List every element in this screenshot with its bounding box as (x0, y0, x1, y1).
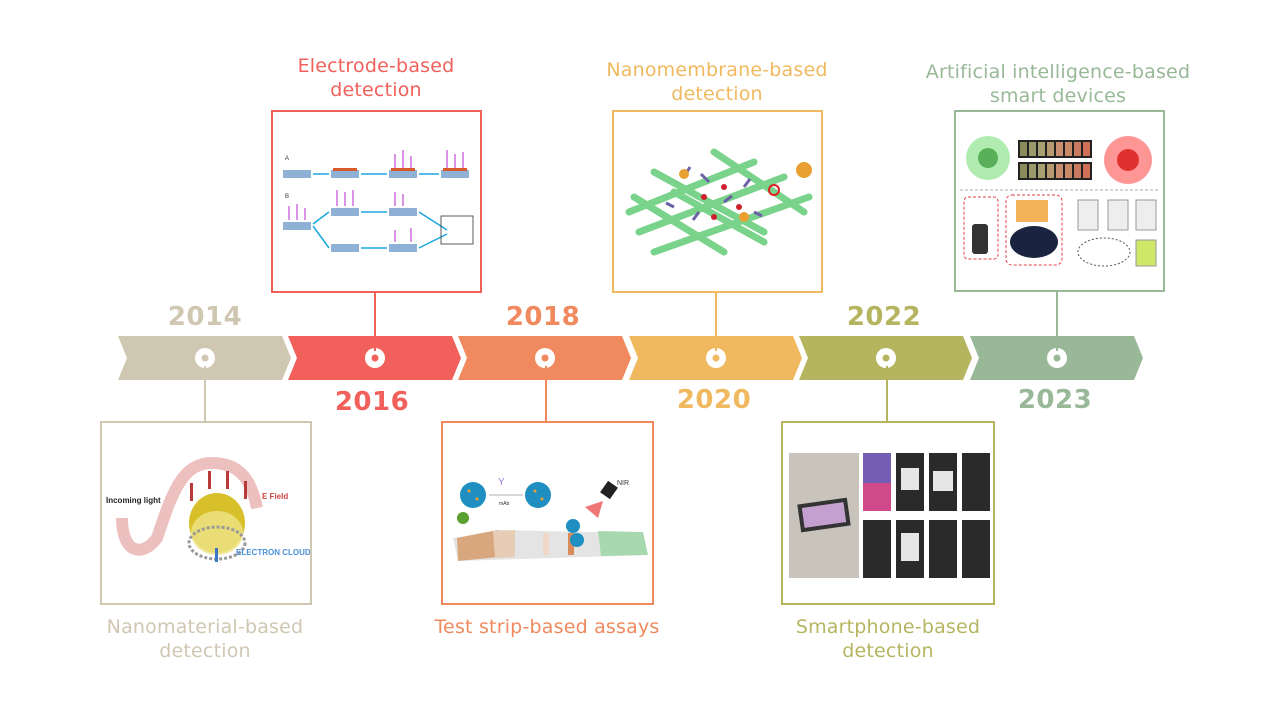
vial (1029, 164, 1036, 178)
year-2014: 2014 (167, 302, 243, 332)
title-line: Nanomembrane-based (606, 59, 828, 81)
connector-2016 (374, 291, 376, 351)
vial (1038, 164, 1045, 178)
milestone-dot-2023 (1053, 354, 1061, 362)
vial (1056, 164, 1063, 178)
title-line: Nanomaterial-based (106, 616, 304, 638)
label-incoming-light: Incoming light (106, 496, 161, 505)
title-line: Electrode-based (297, 55, 455, 77)
vial (1020, 164, 1027, 178)
year-2018: 2018 (505, 302, 581, 332)
vial (1056, 142, 1063, 156)
title-line: smart devices (989, 85, 1127, 107)
milestone-dot-2014 (201, 354, 209, 362)
figure-nanomembrane (612, 110, 823, 293)
connector-2022 (886, 366, 888, 422)
vial (1074, 164, 1081, 178)
connector-2020 (715, 291, 717, 351)
year-2020: 2020 (676, 385, 752, 415)
figure-smartphone (781, 421, 995, 605)
title-line: detection (842, 640, 934, 662)
vial (1047, 142, 1054, 156)
title-line: detection (330, 79, 422, 101)
title-line: Artificial intelligence-based (925, 61, 1191, 83)
title-line: Test strip-based assays (434, 616, 660, 638)
figure-test-strip: Y mAb NIR (441, 421, 654, 605)
vial (1065, 142, 1072, 156)
title-line: Smartphone-based (795, 616, 981, 638)
vial (1020, 142, 1027, 156)
connector-2014 (204, 366, 206, 422)
vial (1083, 142, 1090, 156)
vial (1083, 164, 1090, 178)
year-2022: 2022 (846, 302, 922, 332)
figure-nanomaterial: Incoming light E Field ELECTRON CLOUD (100, 421, 312, 605)
label-nir: NIR (617, 480, 629, 487)
title-line: detection (671, 83, 763, 105)
label-mab: mAb (499, 501, 510, 507)
figure-ai-devices (954, 110, 1165, 292)
milestone-dot-2022 (882, 354, 890, 362)
title-test-strip: Test strip-based assays (387, 615, 707, 639)
vial (1074, 142, 1081, 156)
panel-label-b: B (285, 194, 289, 200)
vial (1029, 142, 1036, 156)
title-line: detection (159, 640, 251, 662)
milestone-dot-2020 (712, 354, 720, 362)
vial (1038, 142, 1045, 156)
figure-electrode: A B (271, 110, 482, 293)
connector-2023 (1056, 290, 1058, 351)
vial (1047, 164, 1054, 178)
panel-label-a: A (285, 156, 289, 162)
label-e-field: E Field (262, 492, 288, 501)
milestone-dot-2016 (371, 354, 379, 362)
label-electron-cloud: ELECTRON CLOUD (236, 548, 310, 557)
year-2023: 2023 (1017, 385, 1093, 415)
milestone-dot-2018 (541, 354, 549, 362)
connector-2018 (545, 366, 547, 422)
year-2016: 2016 (334, 387, 410, 417)
vial (1065, 164, 1072, 178)
svg-text:Y: Y (498, 477, 505, 488)
